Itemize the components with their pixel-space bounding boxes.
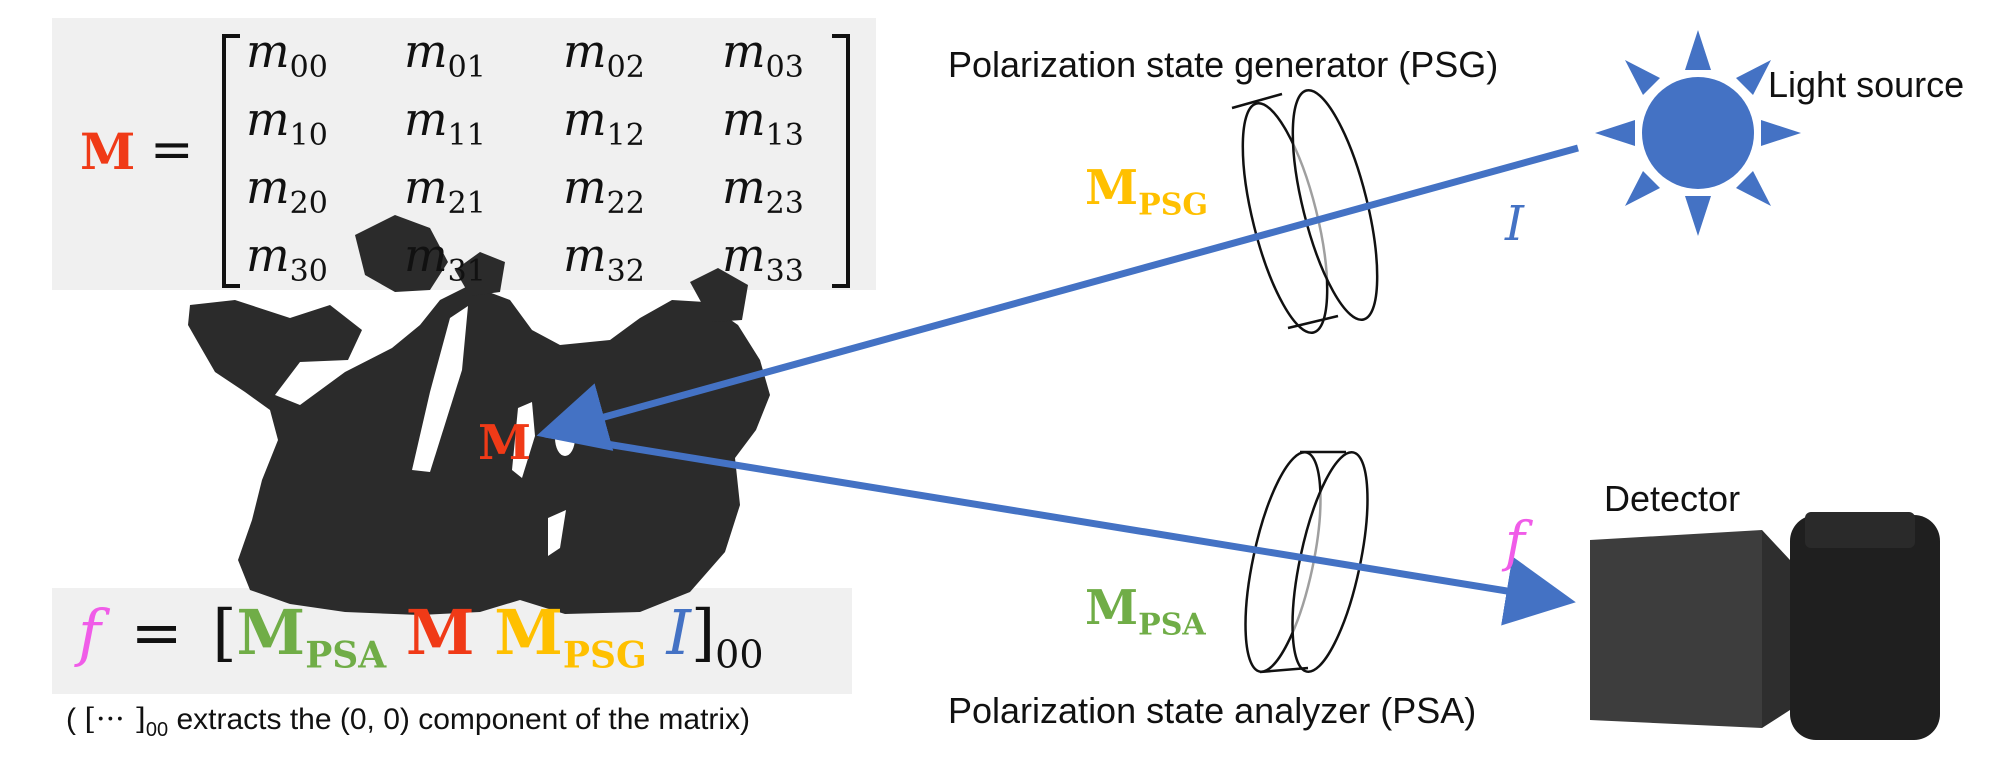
formula-psg-sub: PSG [562, 634, 647, 677]
matrix-entry-letter: m [246, 24, 290, 78]
intensity-label: I [1505, 196, 1524, 252]
matrix-entry-letter: m [404, 92, 448, 146]
detector-output-label: f [1505, 510, 1525, 573]
matrix-entry-subscript: 11 [447, 118, 486, 154]
matrix-entry-subscript: 30 [289, 254, 328, 290]
matrix-entry-subscript: 23 [765, 186, 804, 222]
psa-symbol-base: M [1085, 580, 1139, 636]
matrix-entry-subscript: 13 [765, 118, 804, 154]
matrix-entry-m30: m30 [246, 228, 328, 289]
matrix-entry-letter: m [246, 228, 290, 282]
matrix-entry-subscript: 01 [447, 50, 486, 86]
object-m-label: M [478, 415, 532, 471]
matrix-entry-m20: m20 [246, 160, 328, 221]
psa-symbol: MPSA [1085, 580, 1206, 643]
matrix-entry-subscript: 03 [765, 50, 804, 86]
matrix-entry-letter: m [563, 92, 607, 146]
formula-psa: MPSA [236, 596, 387, 676]
matrix-entry-subscript: 21 [447, 186, 486, 222]
matrix-entry-m11: m11 [404, 92, 486, 153]
measurement-formula: f = [MPSA M MPSG I]00 [78, 596, 764, 676]
formula-psg-base: M [494, 596, 563, 669]
matrix-panel [52, 18, 876, 290]
matrix-entry-letter: m [722, 160, 766, 214]
note-text: extracts the (0, 0) component of the mat… [168, 703, 751, 736]
formula-intensity: I [666, 596, 691, 669]
matrix-entry-m31: m31 [404, 228, 486, 289]
psg-symbol-base: M [1085, 160, 1139, 216]
matrix-entry-m03: m03 [722, 24, 804, 85]
matrix-entry-m22: m22 [563, 160, 645, 221]
matrix-entry-subscript: 02 [606, 50, 645, 86]
matrix-entry-letter: m [722, 24, 766, 78]
matrix-entry-m13: m13 [722, 92, 804, 153]
matrix-symbol: M [80, 122, 136, 181]
note-open: ( [66, 703, 85, 736]
matrix-entry-subscript: 32 [606, 254, 645, 290]
sun-icon [1595, 30, 1801, 236]
psg-polarizer-disk-icon [1231, 88, 1379, 335]
matrix-entry-m01: m01 [404, 24, 486, 85]
formula-psg: MPSG [494, 596, 646, 676]
note-sub: 00 [145, 719, 169, 741]
incident-beam [536, 144, 1579, 451]
matrix-entry-letter: m [246, 160, 290, 214]
psa-symbol-sub: PSA [1138, 607, 1206, 643]
matrix-left-bracket [222, 34, 240, 288]
matrix-entry-letter: m [246, 92, 290, 146]
psa-title: Polarization state analyzer (PSA) [948, 690, 1477, 731]
formula-psa-base: M [236, 596, 306, 669]
matrix-equals: = [150, 120, 194, 180]
matrix-entry-m00: m00 [246, 24, 328, 85]
matrix-entry-letter: m [563, 24, 607, 78]
dragon-silhouette [188, 215, 770, 615]
matrix-entry-letter: m [722, 228, 766, 282]
formula-psa-sub: PSA [305, 634, 387, 677]
formula-equals: = [130, 596, 183, 669]
camera-icon [1590, 512, 1940, 740]
psg-symbol: MPSG [1085, 160, 1208, 223]
reflected-beam [544, 430, 1576, 626]
psa-polarizer-disk-icon [1244, 450, 1369, 674]
matrix-entry-subscript: 00 [289, 50, 328, 86]
matrix-entry-m32: m32 [563, 228, 645, 289]
formula-note: ( [··· ]00 extracts the (0, 0) component… [66, 702, 750, 742]
matrix-entry-m21: m21 [404, 160, 486, 221]
matrix-entry-subscript: 10 [289, 118, 328, 154]
formula-open-bracket: [ [212, 596, 237, 669]
matrix-entry-subscript: 12 [606, 118, 645, 154]
matrix-entry-subscript: 31 [447, 254, 486, 290]
note-bracket: [··· ] [84, 702, 146, 737]
matrix-entry-m23: m23 [722, 160, 804, 221]
formula-outer-sub: 00 [715, 632, 764, 677]
matrix-entry-subscript: 20 [289, 186, 328, 222]
matrix-entry-letter: m [404, 160, 448, 214]
detector-label: Detector [1604, 478, 1741, 519]
matrix-entry-letter: m [563, 228, 607, 282]
matrix-entry-subscript: 22 [606, 186, 645, 222]
matrix-entry-letter: m [404, 228, 448, 282]
matrix-entry-m10: m10 [246, 92, 328, 153]
matrix-entry-letter: m [722, 92, 766, 146]
matrix-entry-letter: m [404, 24, 448, 78]
psg-title: Polarization state generator (PSG) [948, 44, 1499, 85]
matrix-entry-letter: m [563, 160, 607, 214]
formula-m: M [405, 596, 475, 669]
formula-lhs: f [78, 596, 101, 669]
light-source-label: Light source [1768, 64, 1965, 105]
formula-close-bracket: ] [690, 596, 716, 669]
matrix-entry-subscript: 33 [765, 254, 804, 290]
matrix-entry-m02: m02 [563, 24, 645, 85]
matrix-entry-m12: m12 [563, 92, 645, 153]
matrix-entry-m33: m33 [722, 228, 804, 289]
psg-symbol-sub: PSG [1138, 187, 1208, 223]
matrix-right-bracket [832, 34, 850, 288]
